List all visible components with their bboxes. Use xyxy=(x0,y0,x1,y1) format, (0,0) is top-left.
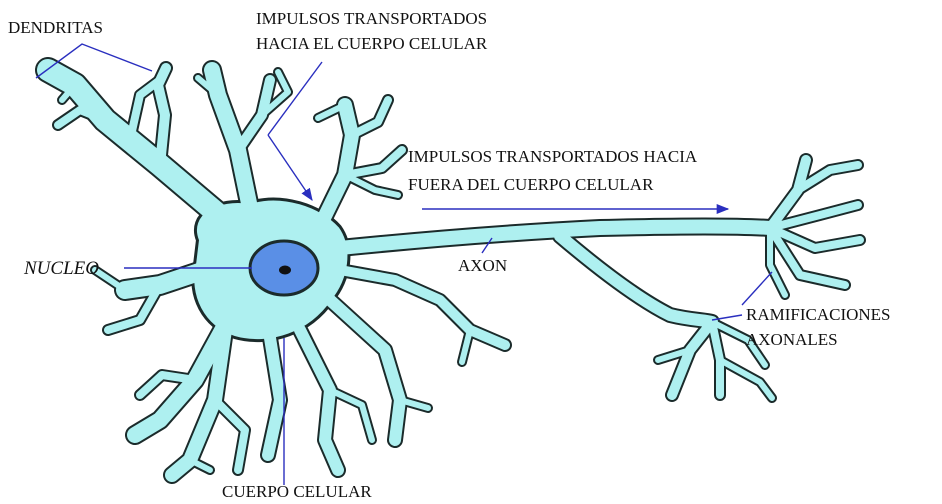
label-ramificaciones-line2: AXONALES xyxy=(746,330,838,349)
label-impulses-in-line2: HACIA EL CUERPO CELULAR xyxy=(256,34,488,53)
label-impulses-in-line1: IMPULSOS TRANSPORTADOS xyxy=(256,9,487,28)
nucleolus xyxy=(279,266,291,275)
label-impulses-out-line2: FUERA DEL CUERPO CELULAR xyxy=(408,175,654,194)
label-impulses-out-line1: IMPULSOS TRANSPORTADOS HACIA xyxy=(408,147,698,166)
pointer-ramificaciones-1 xyxy=(742,272,772,305)
label-nucleo: NUCLEO xyxy=(23,258,99,279)
label-dendritas: DENDRITAS xyxy=(8,18,103,37)
label-cuerpo-celular: CUERPO CELULAR xyxy=(222,482,372,501)
pointer-impulses-in-2 xyxy=(268,135,312,200)
label-axon: AXON xyxy=(458,256,507,275)
label-ramificaciones-line1: RAMIFICACIONES xyxy=(746,305,891,324)
